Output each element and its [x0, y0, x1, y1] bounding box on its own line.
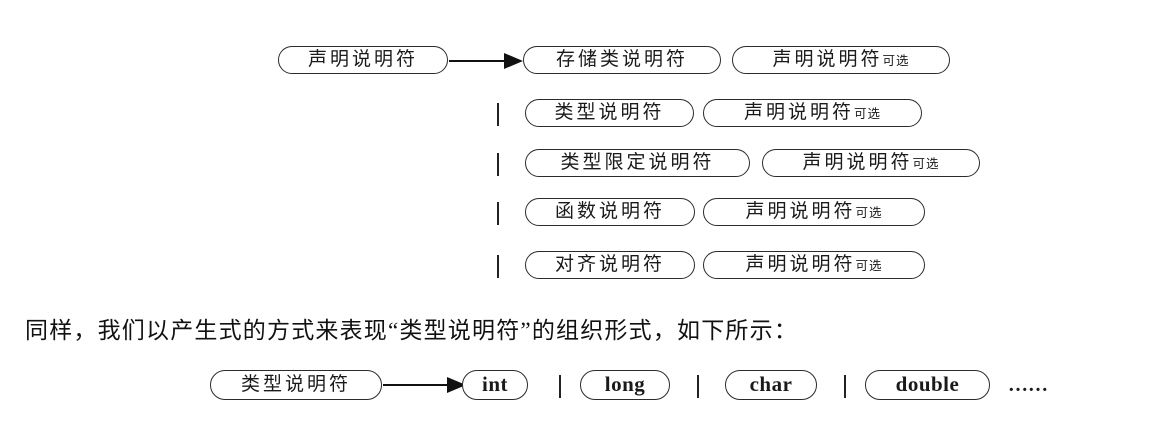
node-label: 声明说明符	[772, 48, 883, 70]
node-alignment-specifier: 对齐说明符	[525, 251, 695, 279]
node-declaration-specifiers-opt: 声明说明符可选	[732, 46, 950, 74]
alternative-separator: |	[694, 370, 702, 399]
node-label: 存储类说明符	[555, 48, 688, 70]
node-label: 声明说明符	[743, 101, 854, 123]
node-storage-class-specifier: 存储类说明符	[523, 46, 721, 74]
production-arrow-icon	[383, 377, 466, 393]
node-label: double	[895, 371, 960, 396]
opt-subscript: 可选	[854, 106, 882, 121]
node-label: long	[604, 371, 646, 396]
node-keyword-int: int	[462, 370, 528, 400]
alternative-separator: |	[494, 148, 502, 177]
node-declaration-specifiers-opt: 声明说明符可选	[703, 251, 925, 279]
opt-subscript: 可选	[882, 53, 910, 68]
arrow-head-icon	[447, 377, 466, 393]
node-label: 声明说明符	[745, 200, 856, 222]
node-declaration-specifiers-opt: 声明说明符可选	[762, 149, 980, 177]
node-declaration-specifiers-opt: 声明说明符可选	[703, 198, 925, 226]
node-label: char	[749, 371, 793, 396]
node-keyword-double: double	[865, 370, 990, 400]
production-arrow-icon	[449, 53, 523, 69]
alternative-separator: |	[494, 197, 502, 226]
ellipsis-more-alternatives: ……	[1008, 373, 1048, 396]
node-declaration-specifiers-opt: 声明说明符可选	[703, 99, 922, 127]
node-label: 声明说明符	[802, 151, 913, 173]
node-label: 声明说明符	[745, 253, 856, 275]
node-label: 对齐说明符	[554, 253, 665, 275]
alternative-separator: |	[494, 98, 502, 127]
node-label: 类型说明符	[240, 373, 351, 395]
alternative-separator: |	[494, 250, 502, 279]
arrow-line	[449, 59, 510, 63]
node-label: 类型限定说明符	[560, 151, 715, 173]
opt-subscript: 可选	[855, 258, 883, 273]
node-label: 声明说明符	[307, 48, 418, 70]
node-label: 函数说明符	[554, 200, 665, 222]
opt-subscript: 可选	[855, 205, 883, 220]
node-label: 类型说明符	[554, 101, 665, 123]
opt-subscript: 可选	[912, 156, 940, 171]
node-type-specifier: 类型说明符	[210, 370, 382, 400]
node-type-specifier: 类型说明符	[525, 99, 694, 127]
node-label: int	[481, 371, 508, 396]
node-keyword-long: long	[580, 370, 670, 400]
arrow-head-icon	[504, 53, 523, 69]
alternative-separator: |	[841, 370, 849, 399]
node-keyword-char: char	[725, 370, 817, 400]
alternative-separator: |	[556, 370, 564, 399]
node-declaration-specifier: 声明说明符	[278, 46, 448, 74]
body-text: 同样，我们以产生式的方式来表现“类型说明符”的组织形式，如下所示：	[25, 318, 799, 343]
node-function-specifier: 函数说明符	[525, 198, 695, 226]
arrow-line	[383, 383, 453, 387]
node-type-qualifier-specifier: 类型限定说明符	[525, 149, 750, 177]
